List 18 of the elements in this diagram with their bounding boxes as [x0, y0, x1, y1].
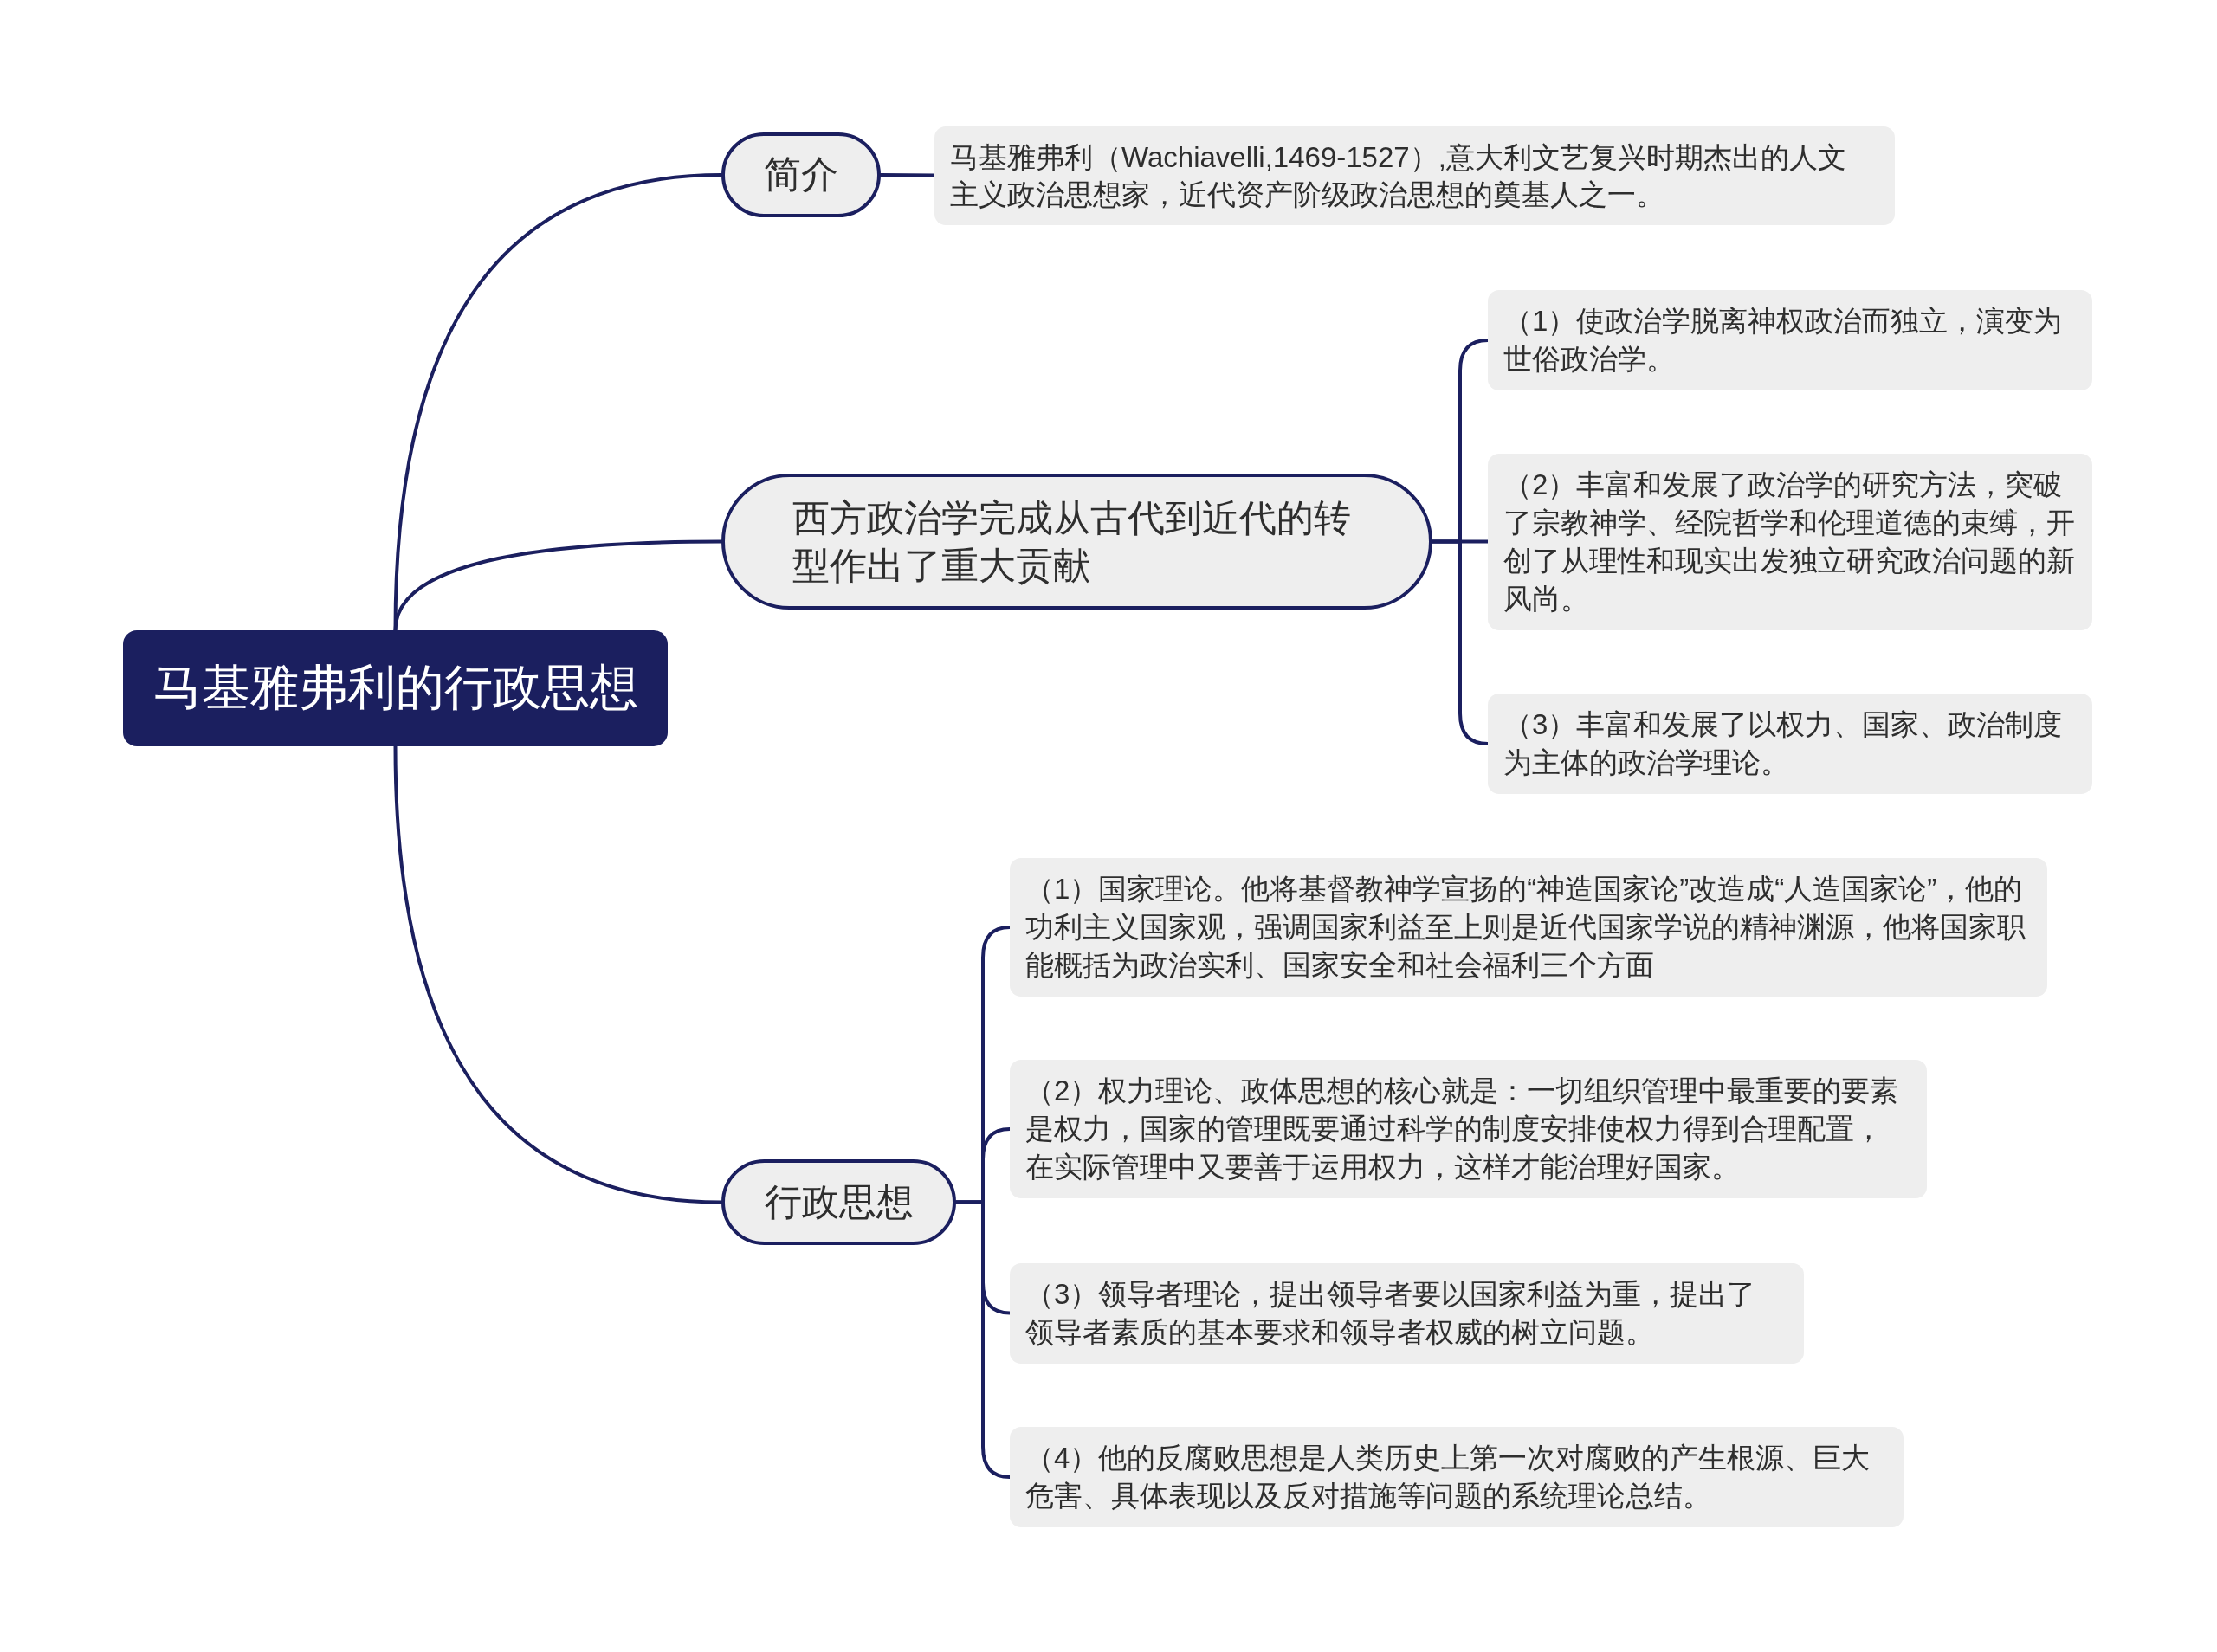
- note-box: （1）使政治学脱离神权政治而独立，演变为世俗政治学。: [1488, 290, 2092, 390]
- topic-box: 西方政治学完成从古代到近代的转型作出了重大贡献: [721, 474, 1432, 610]
- note-box: （2）权力理论、政体思想的核心就是：一切组织管理中最重要的要素是权力，国家的管理既要通过科学的制度安排使权力得到合理配置，在实际管理中又要善于运用权力，这样才能治理好国家。: [1010, 1060, 1927, 1198]
- topic-box: 简介: [721, 132, 881, 217]
- connector-line: [1431, 539, 1490, 745]
- note-box: （2）丰富和发展了政治学的研究方法，突破了宗教神学、经院哲学和伦理道德的束缚，开创了从理性和现实出发独立研究政治问题的新风尚。: [1488, 453, 2092, 630]
- connector-line: [393, 745, 723, 1204]
- note-box: （3）丰富和发展了以权力、国家、政治制度为主体的政治学理论。: [1488, 694, 2092, 794]
- note-box: 马基雅弗利（Wachiavelli,1469-1527）,意大利文艺复兴时期杰出的人文主义政治思想家，近代资产阶级政治思想的奠基人之一。: [934, 126, 1895, 225]
- connector-line: [393, 173, 723, 632]
- note-box: （4）他的反腐败思想是人类历史上第一次对腐败的产生根源、巨大危害、具体表现以及反对措施等问题的系统理论总结。: [1010, 1427, 1904, 1527]
- note-box: （3）领导者理论，提出领导者要以国家利益为重，提出了领导者素质的基本要求和领导者权威的树立问题。: [1010, 1262, 1804, 1364]
- connector-line: [393, 539, 723, 632]
- topic-box: 行政思想: [721, 1159, 956, 1245]
- note-box: （1）国家理论。他将基督教神学宣扬的“神造国家论”改造成“人造国家论”，他的功利主义国家观，强调国家利益至上则是近代国家学说的精神渊源，他将国家职能概括为政治实利、国家安全和社会福利三个方面: [1010, 858, 2047, 997]
- connector-line: [879, 173, 936, 177]
- connector-line: [954, 1200, 1012, 1479]
- central-topic-box: 马基雅弗利的行政思想: [123, 630, 668, 746]
